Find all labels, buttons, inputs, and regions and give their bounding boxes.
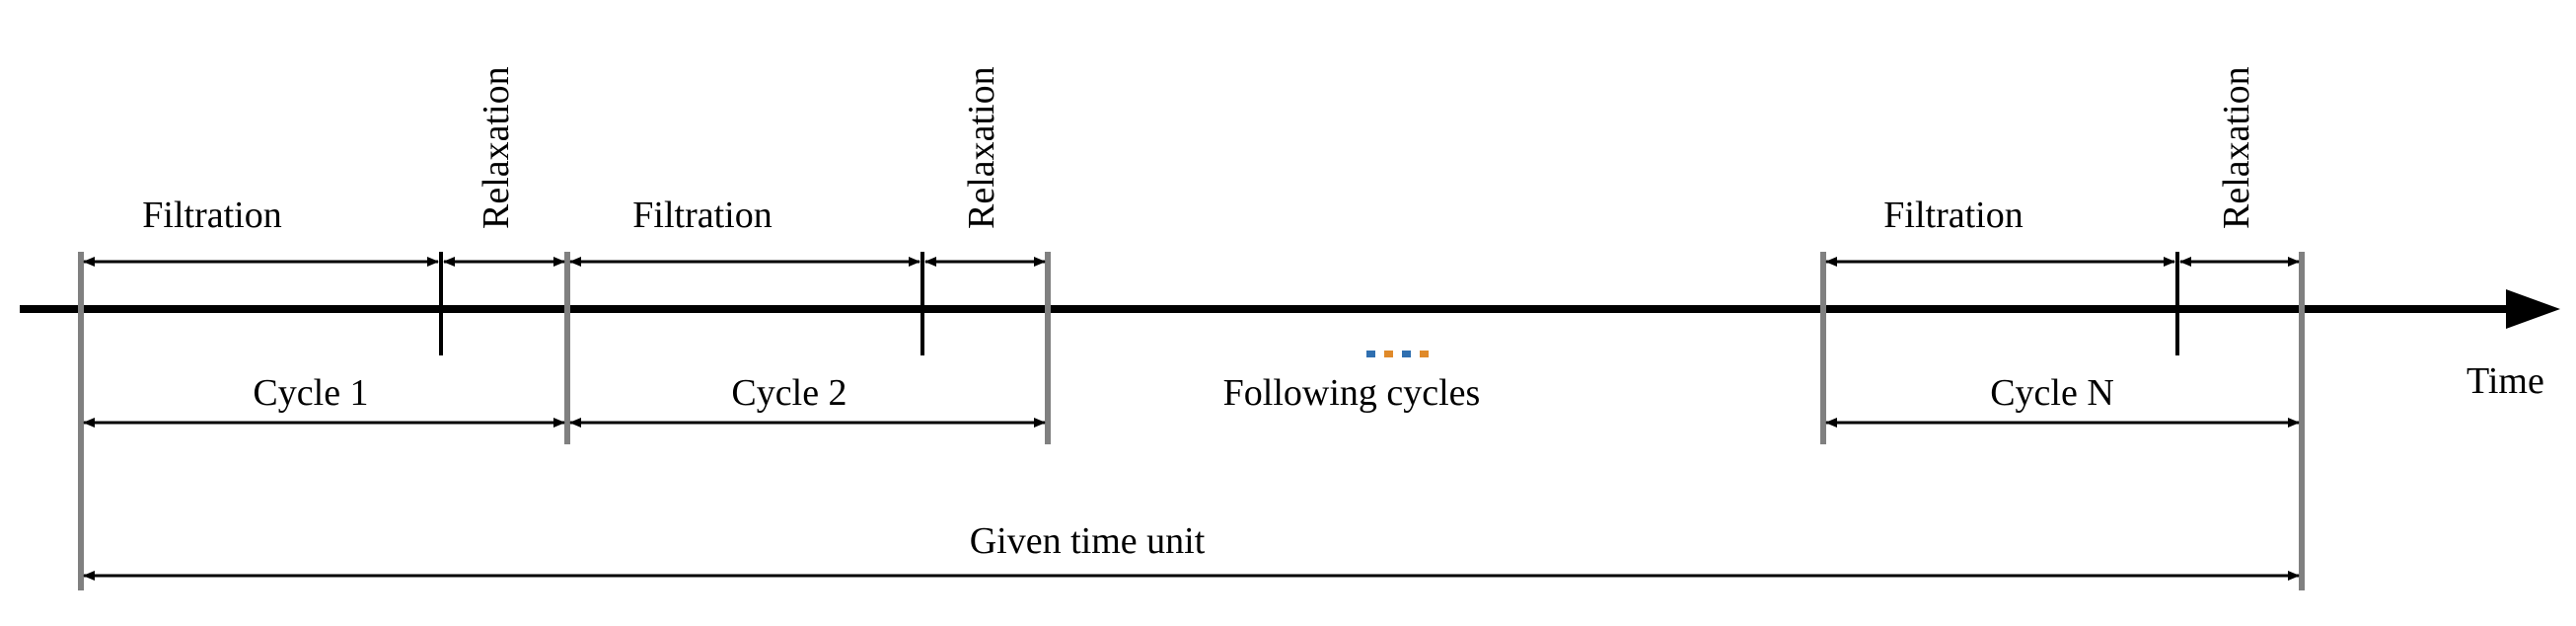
- time-label: Time: [2466, 360, 2544, 402]
- filtration-label-1: Filtration: [142, 195, 281, 236]
- ellipsis-dot-3: [1402, 351, 1411, 357]
- filtration-label-2: Filtration: [632, 195, 772, 236]
- ellipsis-text: ...: [0, 0, 2, 1]
- given-time-unit-label: Given time unit: [970, 520, 1206, 562]
- cycle-2-label: Cycle 2: [731, 372, 846, 414]
- relaxation-label-2: Relaxation: [961, 66, 1002, 229]
- time-axis-arrowhead: [2506, 289, 2560, 329]
- relaxation-label-1: Relaxation: [476, 66, 517, 229]
- cycle-boundaries: [78, 252, 2305, 590]
- ellipsis-dot-1: [1366, 351, 1375, 357]
- phase-separators: [439, 252, 2179, 355]
- cycle-n-label: Cycle N: [1990, 372, 2114, 414]
- following-cycles-label: Following cycles: [1223, 372, 1481, 414]
- relaxation-label-n: Relaxation: [2216, 66, 2257, 229]
- filtration-label-n: Filtration: [1883, 195, 2023, 236]
- ellipsis-dots: [1366, 351, 1429, 357]
- ellipsis-dot-2: [1384, 351, 1393, 357]
- ellipsis-dot-4: [1420, 351, 1429, 357]
- cycle-1-label: Cycle 1: [253, 372, 368, 414]
